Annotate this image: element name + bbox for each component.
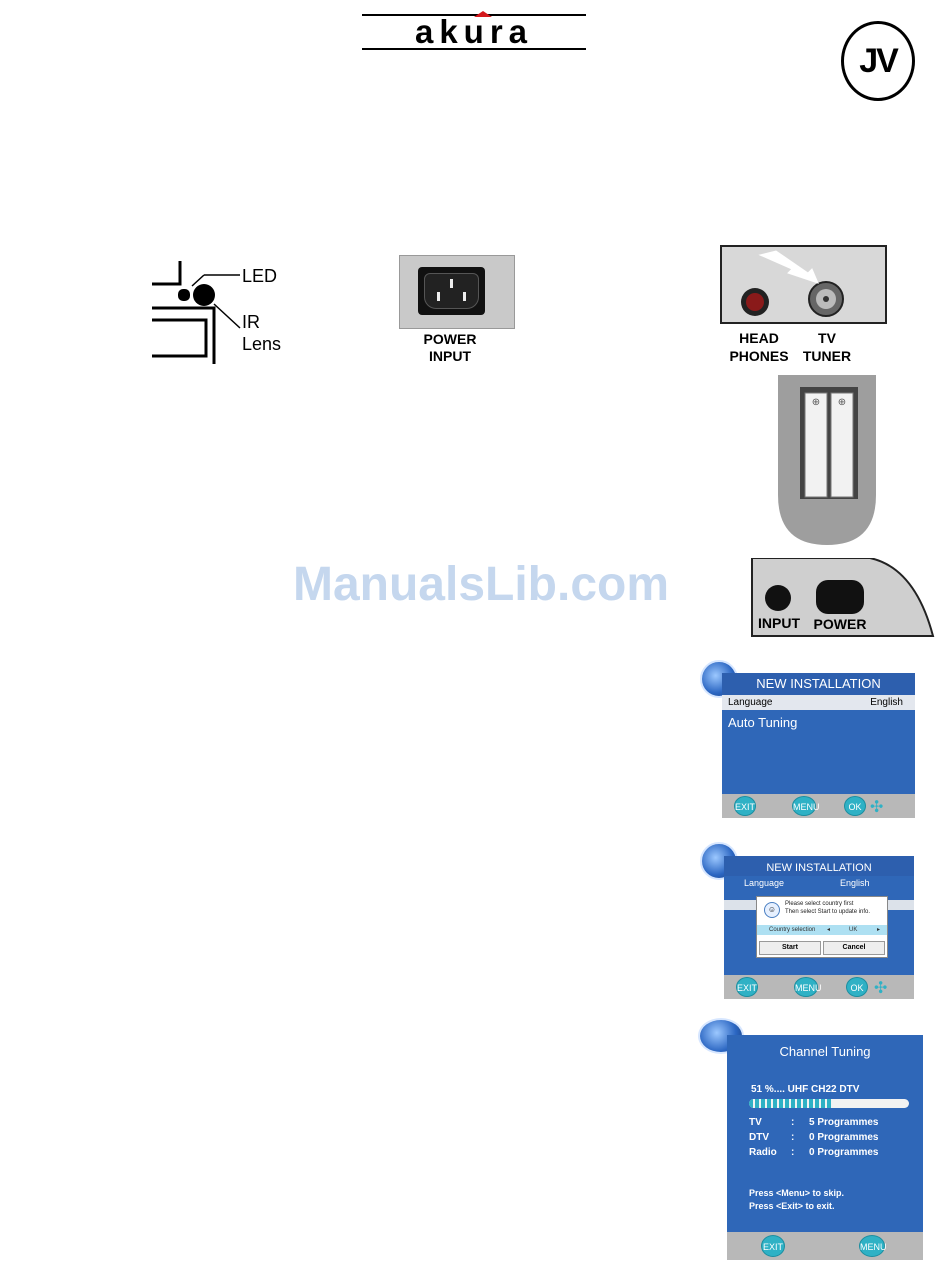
power-input-label-1: POWER (423, 331, 477, 347)
button-bar: EXIT MENU OK ✣ (722, 794, 915, 818)
led-label: LED (242, 266, 278, 286)
connector-drawing (741, 250, 844, 317)
menu-button[interactable]: MENU (792, 796, 820, 816)
socket-face (424, 273, 479, 309)
cancel-button[interactable]: Cancel (823, 941, 885, 955)
radio-row: Radio : 0 Programmes (749, 1147, 919, 1162)
language-label: Language (744, 878, 785, 888)
navigation-arrows-icon: ✣ (874, 980, 888, 997)
start-button[interactable]: Start (759, 941, 821, 955)
row-sep: : (791, 1117, 795, 1128)
channel-tuning-screen: Channel Tuning 51 %.... UHF CH22 DTV TV … (727, 1035, 923, 1260)
dtv-row: DTV : 0 Programmes (749, 1132, 919, 1147)
front-panel-led-ir-diagram: LED IR Lens (152, 256, 302, 366)
remote-battery-compartment: ⊕ ⊕ (778, 375, 876, 545)
language-value: English (870, 697, 903, 708)
auto-tuning-item[interactable]: Auto Tuning (728, 715, 798, 730)
exit-button[interactable]: EXIT (736, 977, 758, 997)
svg-text:⊕: ⊕ (838, 397, 846, 408)
brand-name: akura (414, 13, 534, 50)
row-value: 5 Programmes (809, 1117, 879, 1128)
input-label: INPUT (758, 615, 800, 631)
row-label: DTV (749, 1132, 769, 1143)
input-power-panel: INPUT POWER (750, 557, 935, 638)
exit-button[interactable]: EXIT (734, 796, 756, 816)
tv-tuner-label-1: TV (818, 330, 836, 346)
country-dialog: ☺ Please select country first Then selec… (756, 896, 888, 958)
ok-button[interactable]: OK (844, 796, 866, 816)
progress-fill (749, 1099, 831, 1108)
jv-logo: JV (841, 21, 915, 101)
new-installation-screen: NEW INSTALLATION Language English Auto T… (722, 673, 915, 818)
button-bar: EXIT MENU (727, 1232, 923, 1260)
progress-text: 51 %.... UHF CH22 DTV (751, 1084, 860, 1095)
power-label: POWER (813, 616, 867, 632)
language-value: English (840, 878, 870, 888)
menu-button[interactable]: MENU (794, 977, 822, 997)
ir-lens-circle (193, 284, 215, 306)
country-value: UK (849, 927, 858, 933)
tv-row: TV : 5 Programmes (749, 1117, 919, 1132)
language-label: Language (728, 697, 773, 708)
ir-label: IR (242, 312, 260, 332)
brand-logo: akura (362, 8, 586, 54)
dialog-line-2: Then select Start to update info. (785, 909, 871, 915)
row-sep: : (791, 1132, 795, 1143)
country-selection-row[interactable]: Country selection ◂ UK ▸ (757, 925, 887, 935)
button-bar: EXIT MENU OK ✣ (724, 975, 914, 999)
progress-track (749, 1099, 909, 1108)
ok-button[interactable]: OK (846, 977, 868, 997)
brand-accent-mark (474, 11, 492, 17)
skip-hint: Press <Menu> to skip. (749, 1188, 845, 1198)
lens-label: Lens (242, 334, 282, 354)
headphones-label-2: PHONES (729, 348, 789, 364)
battery-drawing: ⊕ ⊕ (778, 375, 876, 545)
input-power-drawing (751, 557, 935, 637)
side-connector-panel (720, 245, 887, 324)
language-row[interactable]: Language English (722, 695, 915, 710)
navigation-arrows-icon: ✣ (870, 799, 884, 816)
right-arrow-icon[interactable]: ▸ (877, 927, 881, 933)
row-sep: : (791, 1147, 795, 1158)
tv-tuner-label-2: TUNER (802, 348, 852, 364)
led-dot (178, 289, 190, 301)
power-input-panel (399, 255, 515, 329)
row-value: 0 Programmes (809, 1132, 879, 1143)
led-ir-lines (152, 261, 241, 364)
exit-hint: Press <Exit> to exit. (749, 1201, 835, 1211)
row-label: TV (749, 1117, 762, 1128)
power-socket (418, 267, 485, 315)
screen-title: NEW INSTALLATION (724, 856, 914, 876)
power-input-label-2: INPUT (429, 348, 471, 364)
brand-rule-bottom (362, 48, 586, 50)
screen-title: NEW INSTALLATION (722, 673, 915, 695)
svg-text:⊕: ⊕ (812, 397, 820, 408)
dialog-line-1: Please select country first (785, 901, 854, 907)
exit-button[interactable]: EXIT (761, 1235, 785, 1257)
row-value: 0 Programmes (809, 1147, 879, 1158)
info-face-icon: ☺ (764, 902, 780, 918)
headphones-label-1: HEAD (739, 330, 779, 346)
left-arrow-icon[interactable]: ◂ (827, 927, 831, 933)
country-label: Country selection (769, 927, 816, 933)
row-label: Radio (749, 1147, 777, 1158)
menu-button[interactable]: MENU (859, 1235, 887, 1257)
screen-title: Channel Tuning (779, 1044, 871, 1059)
watermark: ManualsLib.com (292, 558, 670, 611)
programme-list: TV : 5 Programmes DTV : 0 Programmes Rad… (749, 1117, 919, 1162)
country-selection-screen: NEW INSTALLATION Language English ☺ Plea… (724, 856, 914, 999)
